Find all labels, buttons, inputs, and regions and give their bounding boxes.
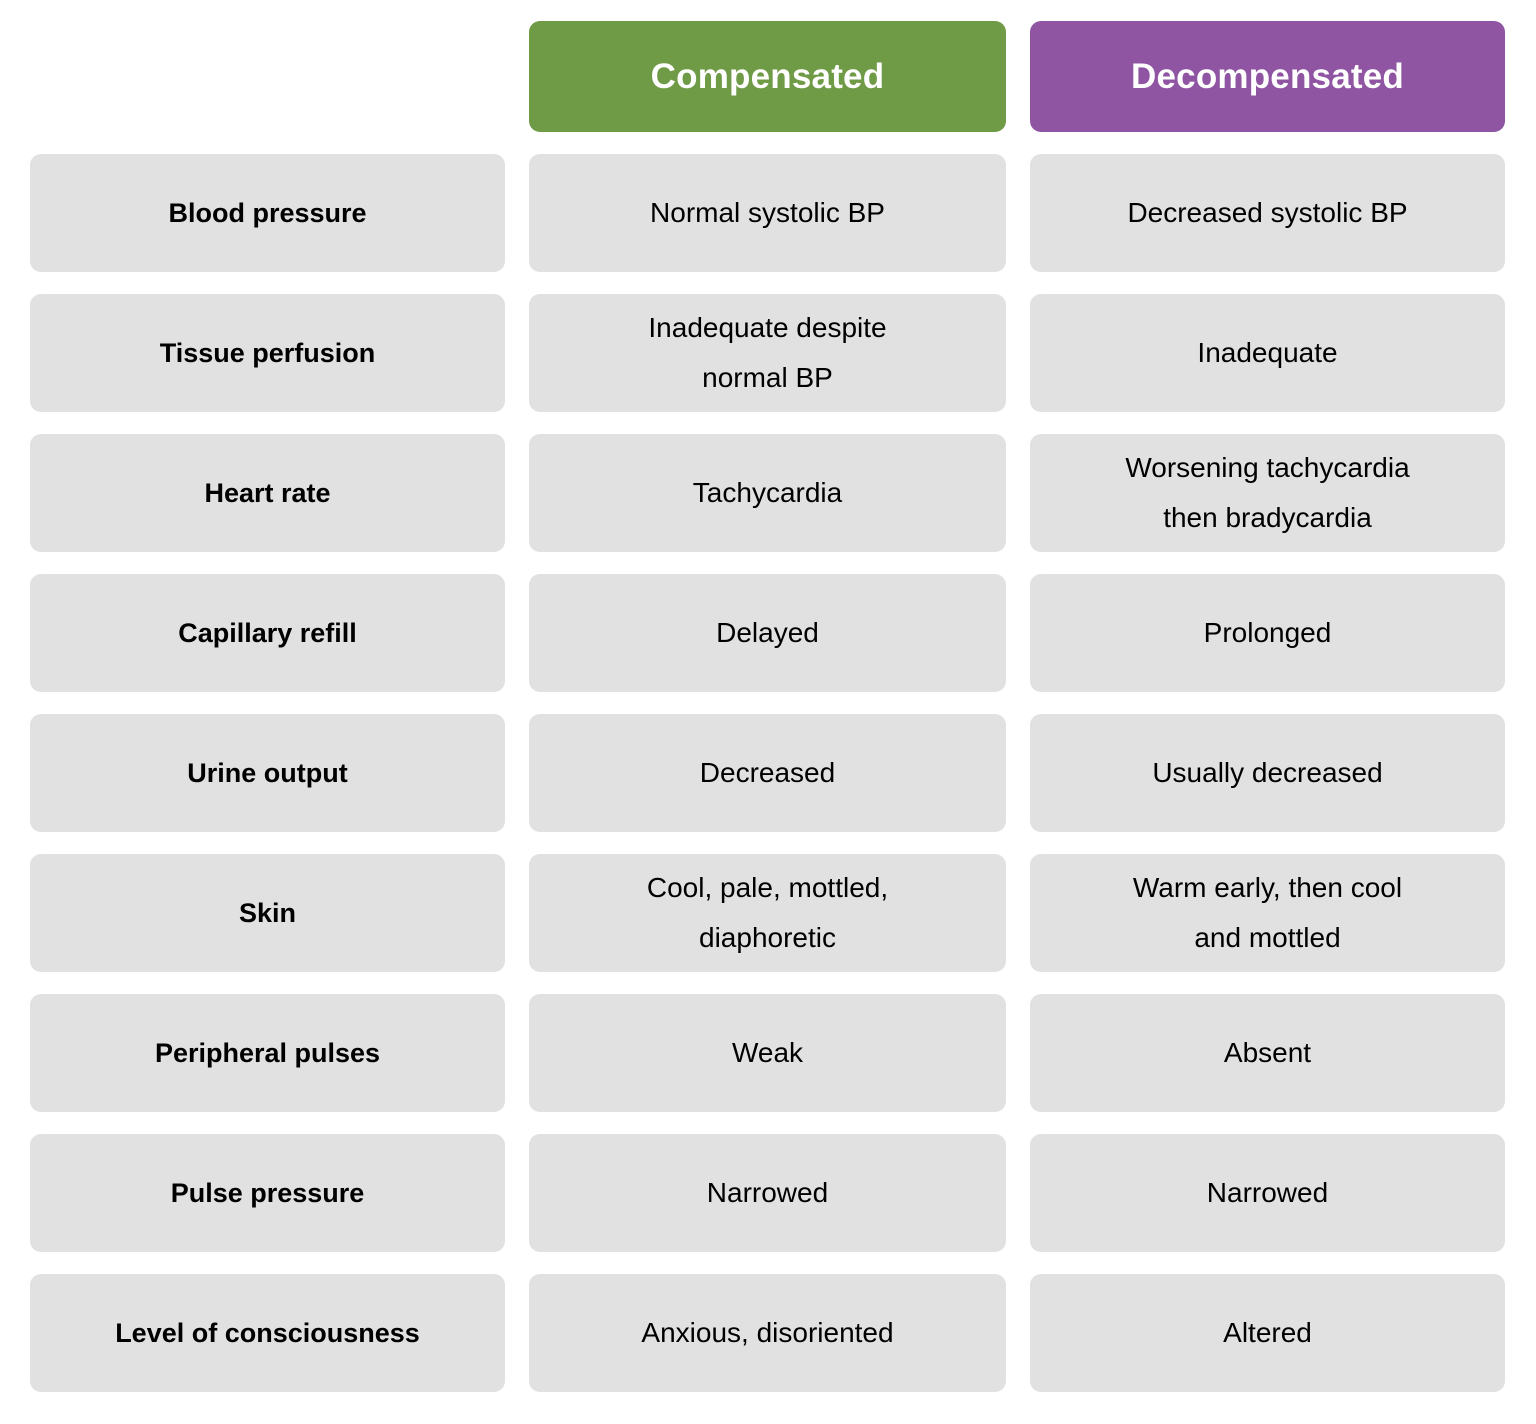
row-label-text: Skin [238,898,297,928]
row-label: Blood pressure [30,154,505,272]
row-compensated-text: Decreased [699,757,836,788]
header-decompensated: Decompensated [1030,21,1505,132]
row-compensated-value: Narrowed [529,1134,1006,1252]
row-label: Tissue perfusion [30,294,505,412]
row-compensated-text: Tachycardia [692,477,843,508]
row-decompensated-text: Altered [1223,1317,1312,1348]
row-decompensated-value: Decreased systolic BP [1030,154,1505,272]
row-label-text: Heart rate [204,478,331,508]
row-label: Capillary refill [30,574,505,692]
row-compensated-text: Inadequate despite normal BP [648,312,887,393]
row-compensated-text: Normal systolic BP [650,197,885,228]
row-decompensated-value: Altered [1030,1274,1505,1392]
row-compensated-text: Anxious, disoriented [641,1317,894,1348]
row-label-text: Pulse pressure [170,1178,365,1208]
row-compensated-value: Inadequate despite normal BP [529,294,1006,412]
row-label: Heart rate [30,434,505,552]
table-row: Capillary refill Delayed Prolonged [30,574,1505,692]
row-decompensated-value: Usually decreased [1030,714,1505,832]
table-row: Level of consciousness Anxious, disorien… [30,1274,1505,1392]
row-label: Skin [30,854,505,972]
row-decompensated-value: Warm early, then cool and mottled [1030,854,1505,972]
header-label-column-spacer [30,21,505,132]
row-decompensated-text: Absent [1223,1037,1312,1068]
table-row: Urine output Decreased Usually decreased [30,714,1505,832]
row-label-text: Level of consciousness [115,1318,420,1348]
row-compensated-value: Weak [529,994,1006,1112]
row-compensated-text: Narrowed [706,1177,829,1208]
row-decompensated-value: Inadequate [1030,294,1505,412]
table-row: Blood pressure Normal systolic BP Decrea… [30,154,1505,272]
row-label: Level of consciousness [30,1274,505,1392]
row-label: Pulse pressure [30,1134,505,1252]
row-decompensated-value: Absent [1030,994,1505,1112]
row-compensated-value: Anxious, disoriented [529,1274,1006,1392]
row-compensated-value: Decreased [529,714,1006,832]
row-label-text: Blood pressure [168,198,367,228]
table-row: Heart rate Tachycardia Worsening tachyca… [30,434,1505,552]
row-compensated-value: Delayed [529,574,1006,692]
row-label-text: Peripheral pulses [154,1038,381,1068]
row-compensated-value: Normal systolic BP [529,154,1006,272]
table-header-row: Compensated Decompensated [30,21,1505,132]
row-label: Peripheral pulses [30,994,505,1112]
table-row: Tissue perfusion Inadequate despite norm… [30,294,1505,412]
row-compensated-text: Cool, pale, mottled, diaphoretic [646,872,889,953]
row-decompensated-text: Usually decreased [1152,757,1383,788]
row-decompensated-text: Warm early, then cool and mottled [1132,872,1403,953]
row-decompensated-text: Prolonged [1203,617,1332,648]
row-decompensated-value: Prolonged [1030,574,1505,692]
row-decompensated-text: Narrowed [1206,1177,1329,1208]
row-decompensated-text: Inadequate [1197,337,1338,368]
table-row: Peripheral pulses Weak Absent [30,994,1505,1112]
row-label: Urine output [30,714,505,832]
row-compensated-value: Tachycardia [529,434,1006,552]
row-label-text: Tissue perfusion [159,338,376,368]
row-label-text: Urine output [187,758,348,788]
row-compensated-text: Weak [731,1037,804,1068]
row-decompensated-text: Decreased systolic BP [1127,197,1408,228]
row-label-text: Capillary refill [178,618,357,648]
row-decompensated-value: Narrowed [1030,1134,1505,1252]
table-row: Pulse pressure Narrowed Narrowed [30,1134,1505,1252]
header-compensated: Compensated [529,21,1006,132]
row-decompensated-value: Worsening tachycardia then bradycardia [1030,434,1505,552]
row-compensated-value: Cool, pale, mottled, diaphoretic [529,854,1006,972]
row-decompensated-text: Worsening tachycardia then bradycardia [1125,452,1410,533]
row-compensated-text: Delayed [716,617,819,648]
table-row: Skin Cool, pale, mottled, diaphoretic Wa… [30,854,1505,972]
